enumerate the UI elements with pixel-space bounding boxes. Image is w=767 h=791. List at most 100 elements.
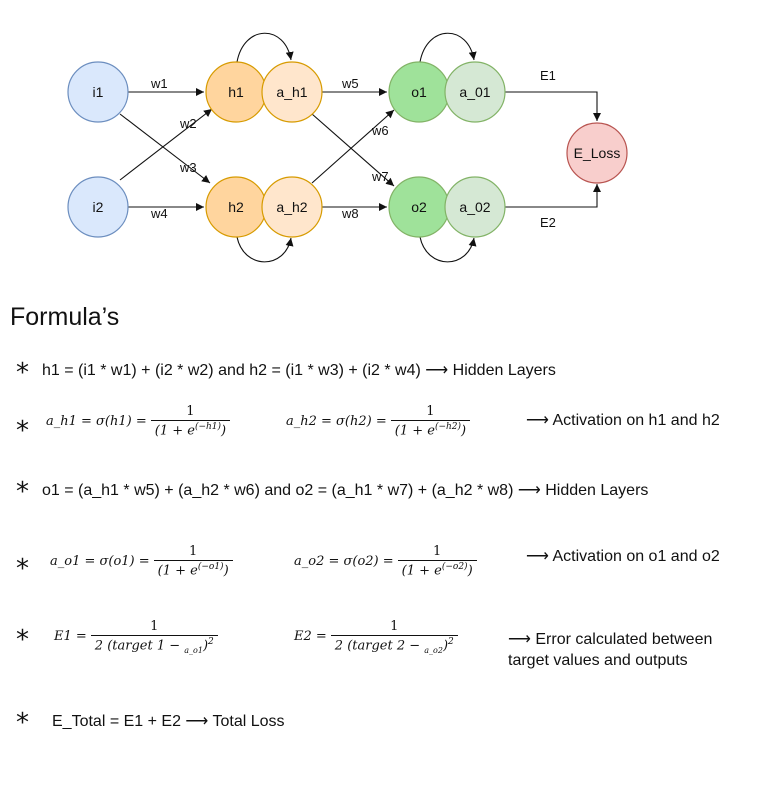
edge-w6 [311,109,395,184]
numerator: 1 [426,404,435,419]
denominator: (1 + e(−h1)) [150,420,231,439]
fraction: 1 (1 + e(−o2)) [397,544,477,579]
den-exponent: 2 [448,637,454,647]
formula-a-h1: a_h1 = σ(h1) = 1 (1 + e(−h1)) [46,404,231,439]
denominator: (1 + e(−o1)) [153,560,233,579]
label-w4: w4 [150,206,168,221]
fraction: 1 2 (target 1 − a_o1)2 [90,619,218,655]
node-label-e-loss: E_Loss [574,145,621,161]
bullet-star: * [16,708,29,738]
node-e-loss [566,122,628,184]
label-w2: w2 [179,116,197,131]
formula-a-o1: a_o1 = σ(o1) = 1 (1 + e(−o1)) [50,544,233,578]
den-exponent: 2 [208,637,214,647]
bullet-star: * [16,416,29,446]
formula-note-line1: ⟶ Error calculated between [508,631,713,648]
label-w6: w6 [371,123,389,138]
edge-e2 [505,184,601,208]
den-text: (1 + e [157,563,198,579]
denominator: 2 (target 2 − a_o2)2 [330,635,458,655]
formula-lhs: E1 = [54,629,87,645]
den-text: (1 + e [401,563,442,579]
den-close: ) [467,563,473,579]
denominator: (1 + e(−o2)) [397,560,477,579]
edge-e1 [505,91,601,121]
formula-note: ⟶ Activation on h1 and h2 [526,412,720,429]
numerator: 1 [433,544,442,559]
node-a-02 [444,176,506,238]
denominator: (1 + e(−h2)) [390,420,471,439]
formula-text: h1 = (i1 * w1) + (i2 * w2) and h2 = (i1 … [42,362,556,379]
loop-o1 [419,32,477,63]
numerator: 1 [390,619,399,634]
node-label-o1: o1 [411,84,427,100]
edge-w3 [119,113,211,184]
formula-e1: E1 = 1 2 (target 1 − a_o1)2 [54,619,218,655]
den-text: 2 (target 2 − [334,638,425,654]
fraction: 1 2 (target 2 − a_o2)2 [330,619,458,655]
den-exponent: (−o2) [441,562,468,572]
edge-w7 [311,113,395,187]
den-close: ) [221,423,227,439]
den-text: (1 + e [154,423,195,439]
den-exponent: (−o1) [197,562,224,572]
label-w8: w8 [341,206,359,221]
label-e1: E1 [540,68,556,83]
edge-w2 [119,108,213,181]
label-w1: w1 [150,76,168,91]
node-label-a-01: a_01 [459,84,490,100]
formula-note: ⟶ Activation on o1 and o2 [526,548,720,565]
formulas-heading: Formula’s [10,303,120,331]
fraction: 1 (1 + e(−h1)) [150,404,231,439]
bullet-star: * [16,477,29,507]
formula-lhs: E2 = [294,629,327,645]
den-subscript: a_o2 [424,645,443,655]
bullet-star: * [16,554,29,584]
label-e2: E2 [540,215,556,230]
node-a-h1 [261,61,323,123]
node-label-a-h2: a_h2 [276,199,307,215]
formula-lhs: a_h2 = σ(h2) = [286,413,387,429]
loop-o2 [419,236,477,263]
formula-a-o2: a_o2 = σ(o2) = 1 (1 + e(−o2)) [294,544,477,578]
node-label-a-h1: a_h1 [276,84,307,100]
den-close: ) [223,563,229,579]
formula-lhs: a_h1 = σ(h1) = [46,413,147,429]
numerator: 1 [150,619,159,634]
loop-h2 [236,236,294,263]
node-label-a-02: a_02 [459,199,490,215]
node-label-h2: h2 [228,199,244,215]
formula-lhs: a_o2 = σ(o2) = [294,553,394,569]
den-close: ) [202,638,209,654]
label-w7: w7 [371,169,389,184]
node-i1 [67,61,129,123]
formula-lhs: a_o1 = σ(o1) = [50,553,150,569]
den-exponent: (−h2) [434,422,462,432]
den-subscript: a_o1 [184,645,203,655]
denominator: 2 (target 1 − a_o1)2 [90,635,218,655]
label-w3: w3 [179,160,197,175]
node-label-o2: o2 [411,199,427,215]
den-close: ) [442,638,449,654]
den-text: 2 (target 1 − [94,638,185,654]
den-exponent: (−h1) [194,422,222,432]
den-text: (1 + e [394,423,435,439]
node-label-i2: i2 [93,199,104,215]
node-a-h2 [261,176,323,238]
formula-text: E_Total = E1 + E2 ⟶ Total Loss [52,713,285,730]
numerator: 1 [189,544,198,559]
label-w5: w5 [341,76,359,91]
neural-network-diagram: w1 w2 w3 w4 w5 w6 w7 w8 E1 E2 i1 i2 h1 a… [67,32,628,263]
node-i2 [67,176,129,238]
bullet-star: * [16,625,29,655]
node-a-01 [444,61,506,123]
formula-text: o1 = (a_h1 * w5) + (a_h2 * w6) and o2 = … [42,482,649,499]
formula-e2: E2 = 1 2 (target 2 − a_o2)2 [294,619,458,655]
formula-a-h2: a_h2 = σ(h2) = 1 (1 + e(−h2)) [286,404,471,439]
formula-note-line2: target values and outputs [508,652,688,669]
den-close: ) [461,423,467,439]
fraction: 1 (1 + e(−o1)) [153,544,233,579]
loop-h1 [236,32,294,63]
node-label-h1: h1 [228,84,244,100]
bullet-star: * [16,358,29,388]
